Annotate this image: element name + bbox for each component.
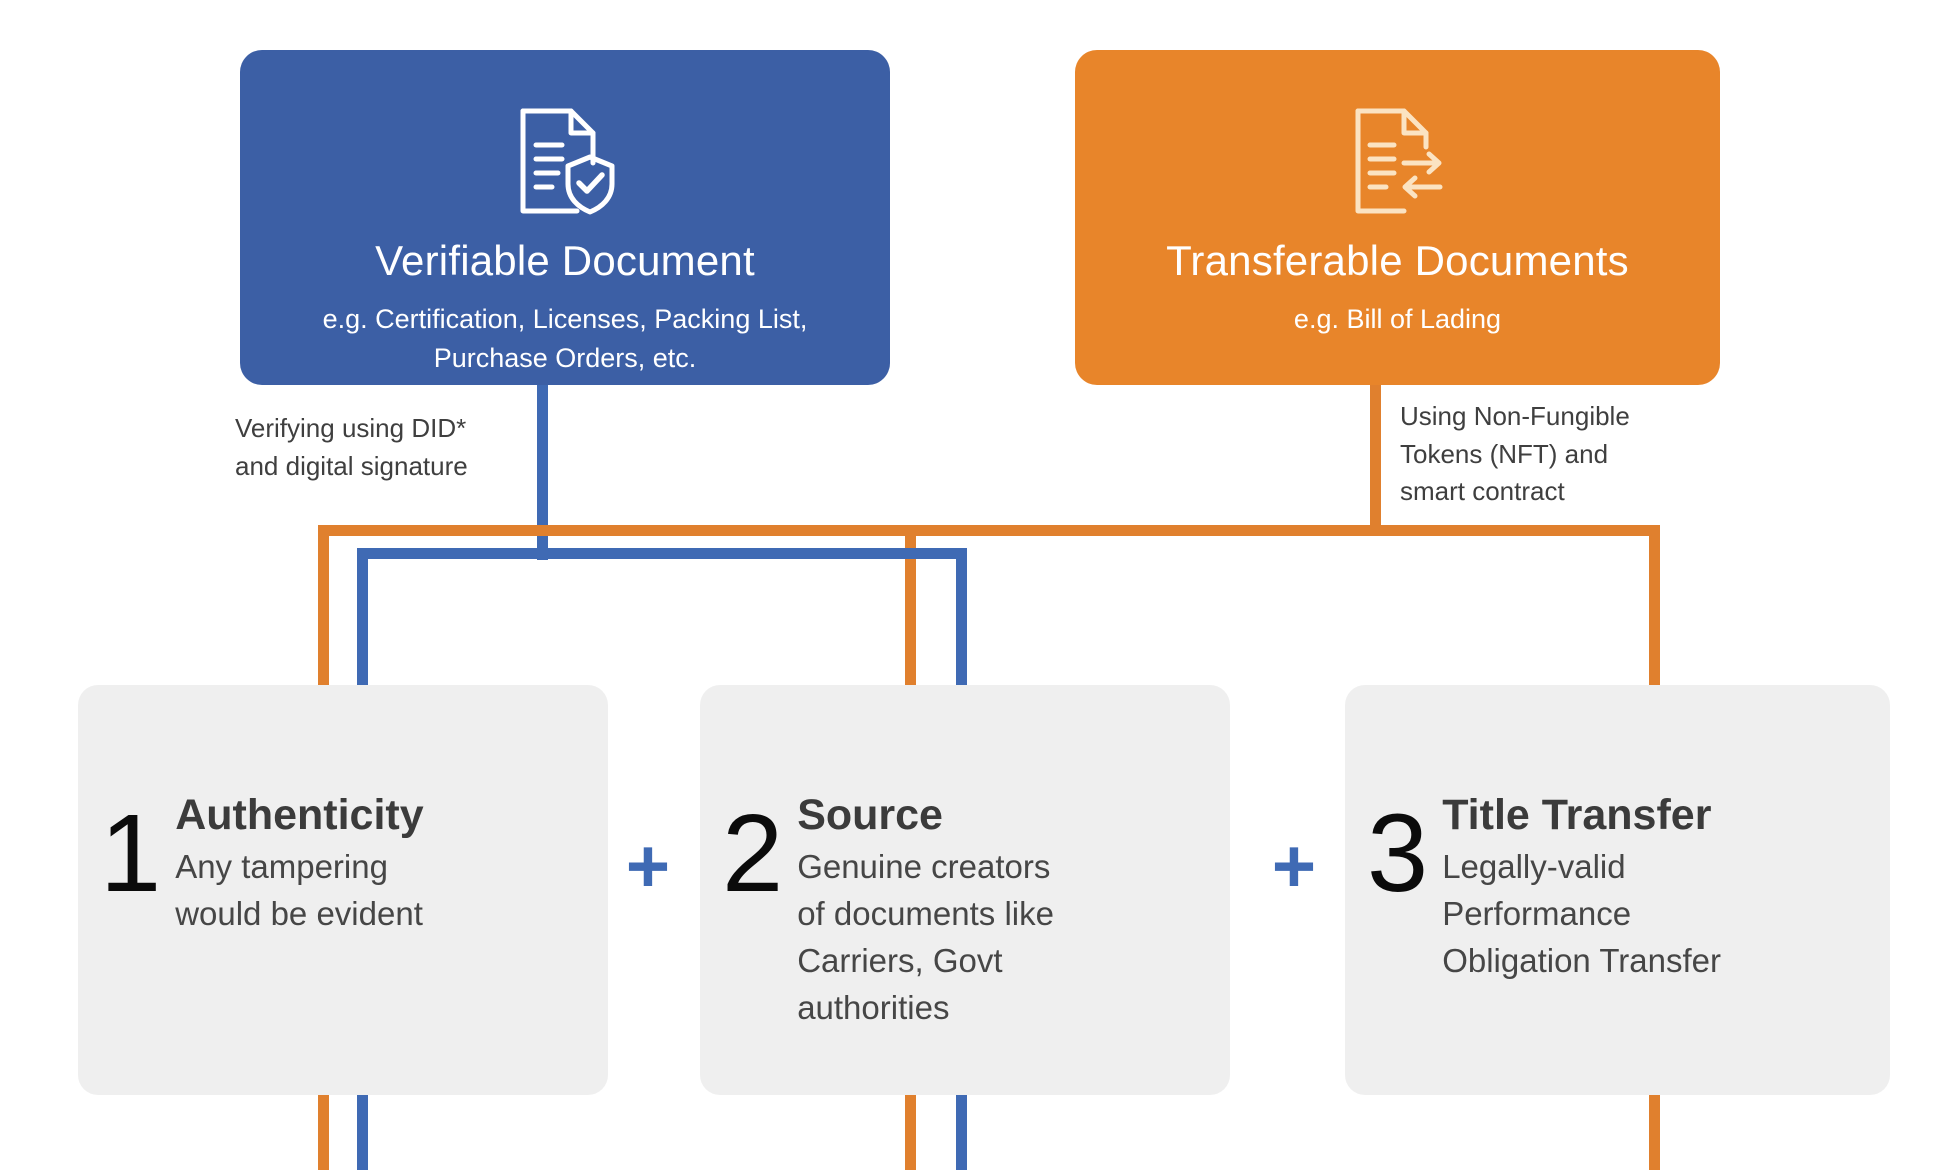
card-title: Authenticity: [175, 791, 424, 839]
connector-stem-orange: [1370, 385, 1381, 535]
connector-rail-orange: [318, 525, 1660, 536]
card-title: Source: [797, 791, 943, 839]
transferable-documents-title: Transferable Documents: [1166, 237, 1629, 284]
transferable-documents-subtitle: e.g. Bill of Lading: [1293, 304, 1502, 335]
card-description: Genuine creators of documents like Carri…: [797, 848, 1054, 1026]
card-number: 1: [100, 792, 162, 915]
connector-rail-blue: [357, 548, 967, 559]
connector-label-nft: Using Non-Fungible Tokens (NFT) and smar…: [1400, 401, 1630, 507]
connector-label-verifying: Verifying using DID* and digital signatu…: [235, 413, 468, 481]
card-title: Title Transfer: [1442, 791, 1712, 839]
card-body: Title Transfer Legally-valid Performance…: [1442, 785, 1721, 985]
card-title-transfer[interactable]: 3 Title Transfer Legally-valid Performan…: [1345, 685, 1890, 1095]
transferable-documents-box[interactable]: Transferable Documents e.g. Bill of Ladi…: [1075, 50, 1720, 385]
card-number: 2: [722, 792, 784, 915]
verifiable-document-title: Verifiable Document: [375, 237, 755, 284]
card-body: Authenticity Any tampering would be evid…: [175, 785, 423, 938]
document-shield-check-icon: [513, 102, 617, 220]
plus-operator-1: +: [625, 824, 671, 909]
verifiable-document-subtitle: e.g. Certification, Licenses, Packing Li…: [322, 304, 808, 373]
plus-operator-2: +: [1271, 824, 1317, 909]
card-source[interactable]: 2 Source Genuine creators of documents l…: [700, 685, 1230, 1095]
document-transfer-arrows-icon: [1346, 102, 1450, 220]
connector-stem-blue: [537, 385, 548, 560]
verifiable-document-box[interactable]: Verifiable Document e.g. Certification, …: [240, 50, 890, 385]
card-body: Source Genuine creators of documents lik…: [797, 785, 1054, 1032]
card-description: Any tampering would be evident: [175, 848, 423, 932]
diagram-canvas: Verifiable Document e.g. Certification, …: [78, 50, 1890, 1170]
card-authenticity[interactable]: 1 Authenticity Any tampering would be ev…: [78, 685, 608, 1095]
card-number: 3: [1367, 792, 1429, 915]
card-description: Legally-valid Performance Obligation Tra…: [1442, 848, 1721, 979]
